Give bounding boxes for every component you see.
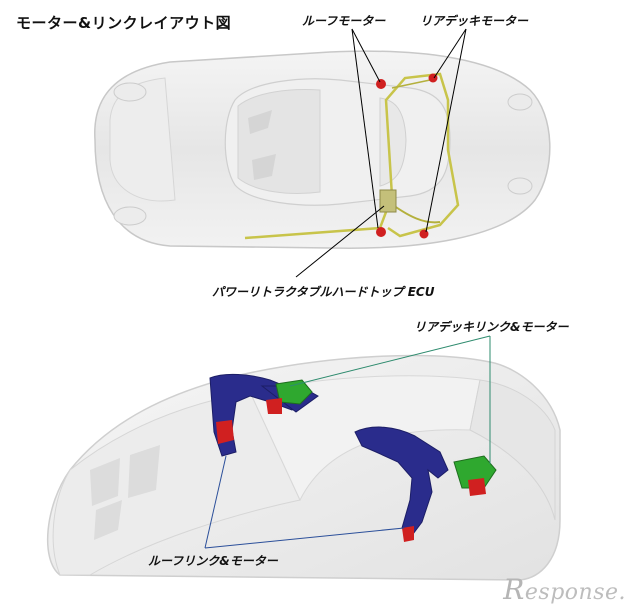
response-watermark: Response. <box>503 573 626 606</box>
label-ecu: パワーリトラクタブルハードトップ ECU <box>212 285 435 299</box>
link-motor-c <box>468 478 486 496</box>
callouts-green <box>289 335 491 464</box>
label-rear-deck-motor: リアデッキモーター <box>420 14 529 28</box>
callouts-blue <box>204 455 405 549</box>
car-top-view <box>94 50 551 249</box>
roof-motor-left <box>376 79 386 89</box>
roof-motor-right <box>376 227 386 237</box>
link-right <box>354 426 449 539</box>
label-roof-link-motor: ルーフリンク&モーター <box>148 554 278 568</box>
label-roof-motor: ルーフモーター <box>302 14 386 28</box>
bracket-right <box>453 455 497 489</box>
link-motor-a <box>266 398 282 414</box>
ecu-unit <box>379 189 397 213</box>
figure-title: モーター&リンクレイアウト図 <box>16 14 232 32</box>
link-motor-d <box>402 526 414 542</box>
callouts-top <box>295 28 467 278</box>
rear-deck-motor-right <box>419 229 429 239</box>
car-3d-view <box>46 354 561 581</box>
label-rear-deck-link-motor: リアデッキリンク&モーター <box>414 320 569 334</box>
link-motor-b <box>216 420 234 444</box>
